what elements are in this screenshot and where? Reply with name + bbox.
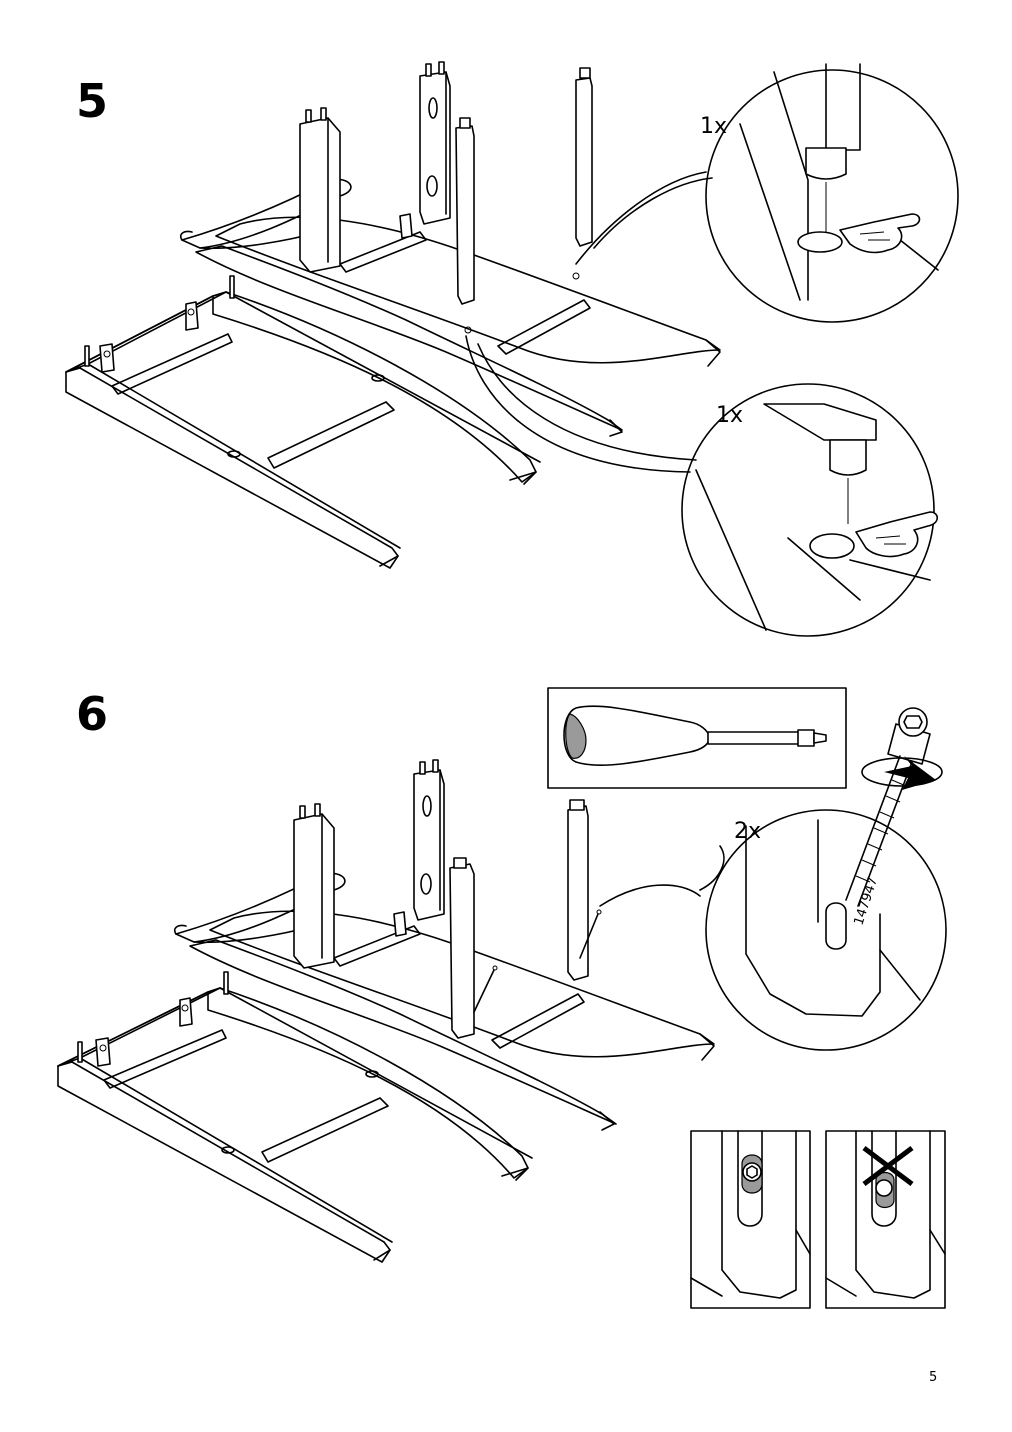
step-5-callout-top — [575, 63, 959, 323]
part-number-label: 147947 — [852, 875, 882, 927]
step-6-number: 6 — [76, 687, 109, 741]
step-5-callout-top-quantity: 1x — [700, 114, 728, 139]
rotate-arrow-icon — [861, 756, 943, 790]
step-5-number: 5 — [76, 74, 109, 128]
step-6-callout-quantity: 2x — [734, 819, 762, 844]
pointing-hand-icon — [855, 511, 939, 558]
cross-mark-icon — [862, 1146, 914, 1186]
check-correct-panel — [690, 1130, 811, 1309]
pointing-hand-icon — [839, 213, 921, 254]
page-number: 5 — [929, 1370, 938, 1385]
tool-box — [547, 687, 847, 789]
step-6-callout: 147947 — [699, 707, 947, 1051]
step-6-chair-frame — [57, 759, 715, 1263]
step-5-chair-frame — [65, 61, 721, 569]
check-incorrect-panel — [825, 1130, 946, 1309]
screwdriver-icon — [563, 705, 827, 767]
step-5-callout-bottom — [465, 335, 939, 637]
step-5-callout-bottom-quantity: 1x — [716, 403, 744, 428]
